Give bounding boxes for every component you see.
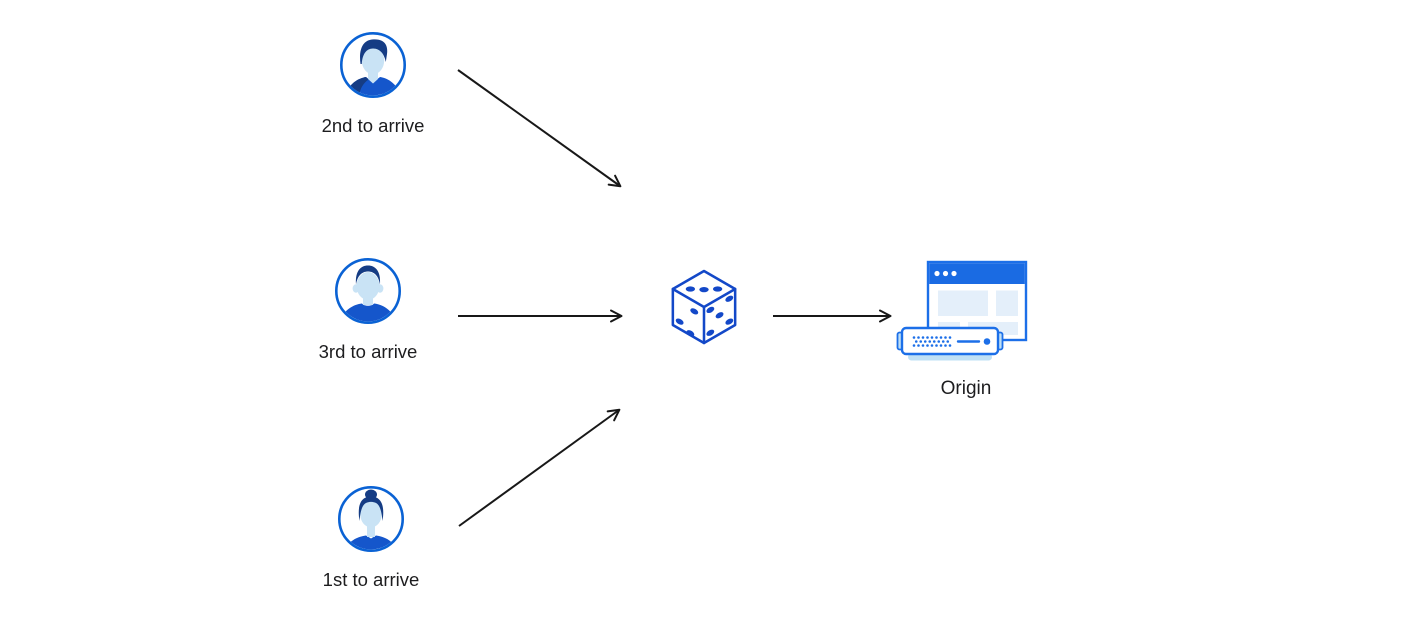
client-node-2nd: 2nd to arrive xyxy=(298,31,448,137)
client-label-1st: 1st to arrive xyxy=(322,569,420,590)
server-led-dot xyxy=(983,338,991,345)
client-node-1st: 1st to arrive xyxy=(296,485,446,591)
arrow-1st-to-dice xyxy=(458,408,621,527)
avatar-woman-bun-icon xyxy=(337,485,405,553)
client-label-3rd: 3rd to arrive xyxy=(318,341,418,362)
arrow-2nd-to-dice xyxy=(457,69,622,188)
client-label-2nd: 2nd to arrive xyxy=(321,115,425,136)
client-node-3rd: 3rd to arrive xyxy=(293,257,443,363)
dice-node xyxy=(667,267,741,347)
dice-icon xyxy=(667,267,741,347)
origin-node: Origin xyxy=(891,257,1041,400)
origin-label: Origin xyxy=(940,378,992,399)
avatar-man-shorthair-icon xyxy=(334,257,402,325)
server-dot-matrix xyxy=(912,336,952,347)
origin-window-server-icon xyxy=(896,257,1036,365)
avatar-man-quiff-icon xyxy=(339,31,407,99)
